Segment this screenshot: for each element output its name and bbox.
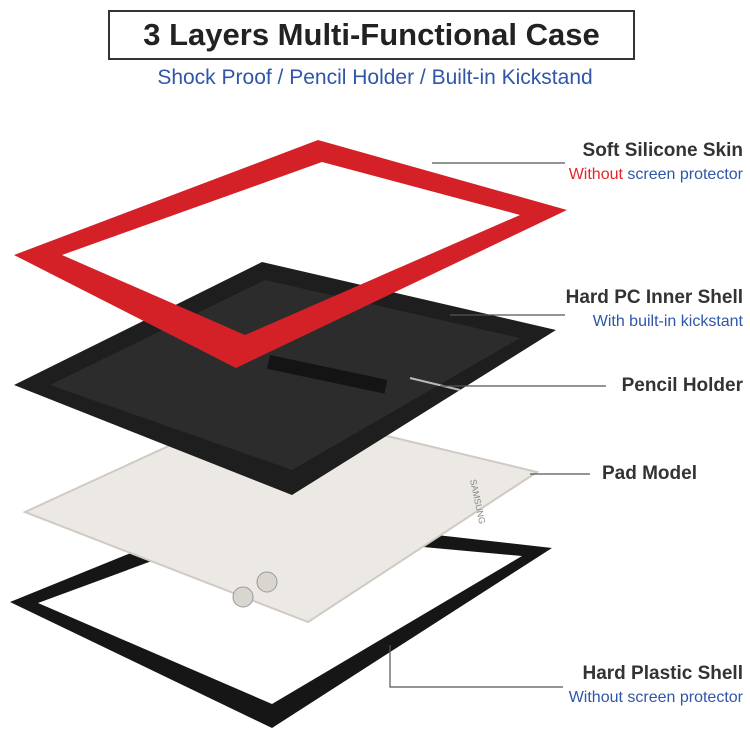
pad-model-image: SAMSUNG xyxy=(22,403,540,624)
label-sub: With built-in kickstant xyxy=(592,313,743,330)
label-hard-plastic-shell: Hard Plastic Shell Without screen protec… xyxy=(569,663,743,707)
label-sub-rest: screen protector xyxy=(622,166,743,183)
label-heading: Pad Model xyxy=(601,463,697,484)
pencil-holder xyxy=(409,377,461,391)
label-heading: Pencil Holder xyxy=(621,375,743,396)
subtitle: Shock Proof / Pencil Holder / Built-in K… xyxy=(157,66,593,89)
title: 3 Layers Multi-Functional Case xyxy=(108,10,635,60)
label-heading: Hard Plastic Shell xyxy=(582,663,743,684)
label-pad-model: Pad Model xyxy=(602,463,697,485)
label-heading: Hard PC Inner Shell xyxy=(565,287,743,308)
camera-lens xyxy=(232,586,254,608)
label-pencil-holder: Pencil Holder xyxy=(622,375,743,397)
label-heading: Soft Silicone Skin xyxy=(582,140,743,161)
label-sub: Without screen protector xyxy=(569,166,743,184)
label-sub: Without screen protector xyxy=(568,689,743,706)
label-hard-pc-inner-shell: Hard PC Inner Shell With built-in kickst… xyxy=(566,287,743,331)
label-sub-highlight: Without xyxy=(568,166,623,183)
soft-silicone-skin-image xyxy=(14,140,567,368)
leader-lines xyxy=(389,162,606,688)
label-soft-silicone-skin: Soft Silicone Skin Without screen protec… xyxy=(569,140,743,184)
camera-lens xyxy=(256,571,278,593)
kickstand xyxy=(267,355,388,394)
